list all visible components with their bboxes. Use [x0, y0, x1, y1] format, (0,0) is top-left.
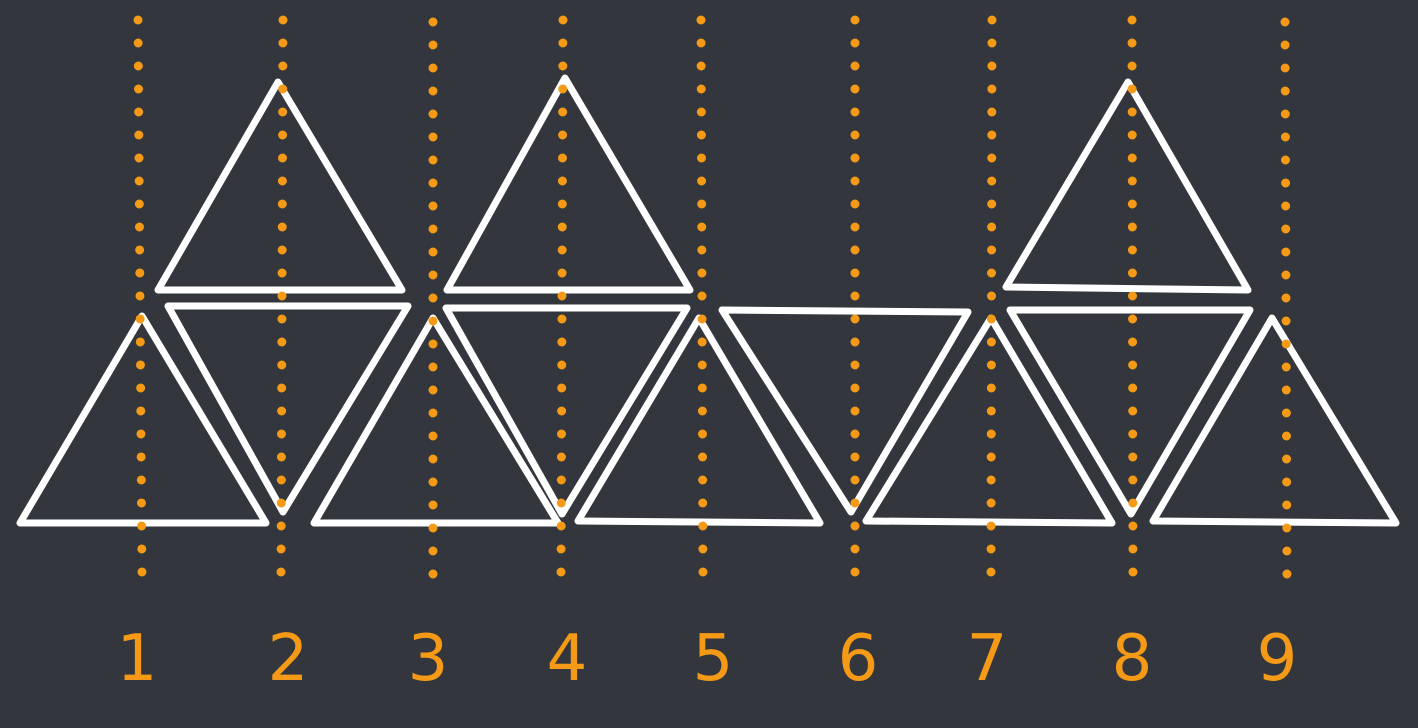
- guide-line-8: [1127, 15, 1138, 582]
- dotted-guide-lines: [133, 15, 1292, 582]
- guide-label-2: 2: [268, 622, 309, 696]
- guide-label-8: 8: [1112, 622, 1153, 696]
- triangle-up-4: [862, 314, 1116, 527]
- guide-label-7: 7: [967, 622, 1008, 696]
- guide-line-7: [986, 15, 997, 582]
- guide-line-1: [133, 15, 147, 582]
- triangle-group: [16, 74, 1400, 527]
- guide-line-2: [276, 15, 288, 582]
- guide-line-5: [696, 15, 708, 582]
- triangle-top-1: [154, 78, 406, 294]
- guide-label-1: 1: [117, 622, 158, 696]
- triangle-down-2: [442, 304, 691, 518]
- triangle-up-3: [574, 314, 824, 527]
- guide-label-9: 9: [1257, 622, 1298, 696]
- triangle-up-5: [1149, 314, 1400, 527]
- guide-label-6: 6: [838, 622, 879, 696]
- triangle-down-3: [718, 306, 972, 516]
- guide-label-4: 4: [547, 622, 588, 696]
- guide-line-9: [1280, 17, 1292, 582]
- triangle-top-3: [1002, 78, 1252, 294]
- guide-label-3: 3: [408, 622, 449, 696]
- guide-line-4: [556, 15, 568, 582]
- triangle-top-2: [443, 74, 694, 294]
- guide-label-5: 5: [693, 622, 734, 696]
- triangle-down-4: [1006, 306, 1254, 518]
- guide-labels: 1 2 3 4 5 6 7 8 9: [117, 622, 1298, 696]
- triangle-down-1: [164, 302, 412, 516]
- triangle-up-2: [310, 314, 562, 527]
